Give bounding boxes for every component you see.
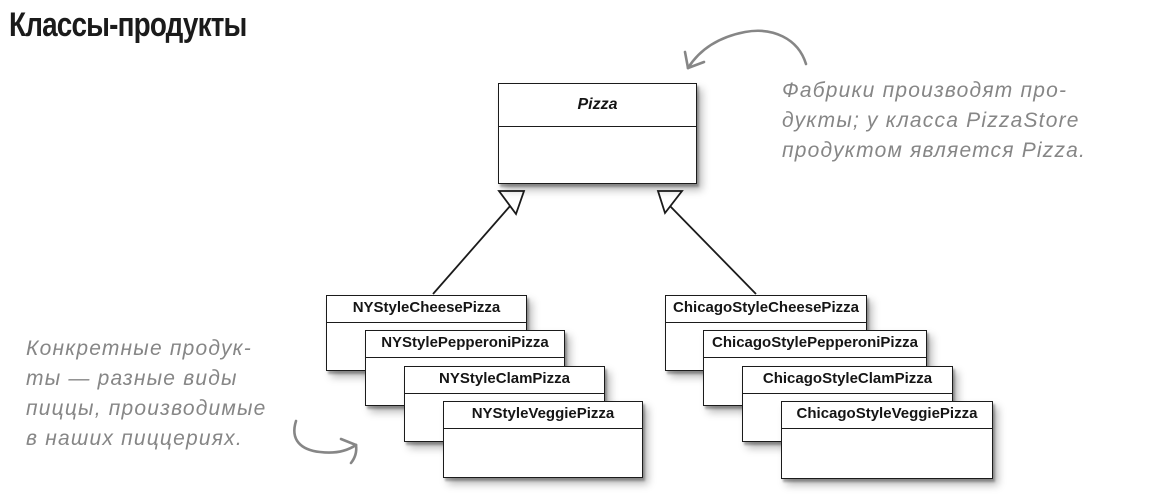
class-box-chicagostyleveggiepizza: ChicagoStyleVeggiePizza [781, 401, 993, 479]
products-note-line: пиццы, производимые [26, 397, 267, 420]
class-name: ChicagoStyleClamPizza [743, 367, 952, 394]
factory-note-arrow-icon [683, 29, 808, 70]
factory-note-line: дукты; у класса PizzaStore [782, 109, 1080, 132]
factory-note-line: Фабрики производят про- [782, 79, 1068, 102]
page-title: Классы-продукты [9, 6, 247, 44]
class-name-pizza: Pizza [499, 84, 696, 127]
products-note-line: Конкретные продук- [26, 337, 252, 360]
products-note-line: ты — разные виды [26, 367, 238, 390]
products-note: Конкретные продук- ты — разные виды пицц… [26, 334, 267, 454]
class-name: NYStyleCheesePizza [327, 296, 526, 323]
class-name: NYStylePepperoniPizza [366, 331, 564, 358]
class-name: NYStyleClamPizza [405, 367, 604, 394]
factory-note-line: продуктом является Pizza. [782, 139, 1087, 162]
inheritance-triangle-ny-icon [497, 190, 526, 216]
inheritance-line-chicago [668, 204, 757, 295]
class-box-pizza: Pizza [498, 83, 697, 184]
inheritance-triangle-chicago-icon [656, 190, 684, 215]
class-name: ChicagoStyleCheesePizza [666, 296, 866, 323]
products-note-arrow-icon [293, 419, 358, 465]
class-box-nystyleveggiepizza: NYStyleVeggiePizza [443, 401, 643, 478]
factory-note: Фабрики производят про- дукты; у класса … [782, 76, 1086, 166]
class-name: ChicagoStylePepperoniPizza [704, 331, 926, 358]
products-note-line: в наших пиццериях. [26, 427, 243, 450]
inheritance-line-ny [432, 204, 512, 295]
class-name: NYStyleVeggiePizza [444, 402, 642, 429]
class-name: ChicagoStyleVeggiePizza [782, 402, 992, 429]
